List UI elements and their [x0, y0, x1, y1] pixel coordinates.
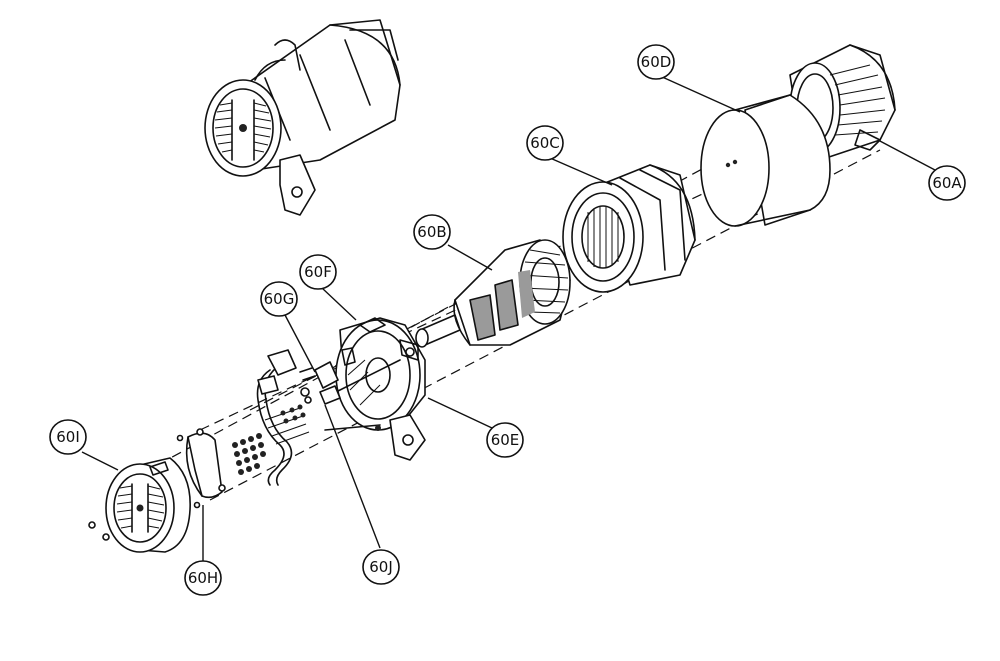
callout-60b: 60B	[413, 214, 451, 250]
label-60c: 60C	[530, 134, 560, 152]
label-60g: 60G	[264, 290, 295, 308]
callout-60i: 60I	[49, 419, 87, 455]
part-60f-front-bracket	[324, 317, 426, 461]
label-60d: 60D	[641, 53, 672, 71]
label-60i: 60I	[56, 428, 80, 446]
part-60g-brush-holder	[299, 361, 341, 405]
label-60a: 60A	[932, 174, 962, 192]
label-60j: 60J	[369, 558, 393, 576]
label-60f: 60F	[304, 263, 332, 281]
callout-60e: 60E	[486, 422, 524, 458]
label-60b: 60B	[417, 223, 446, 241]
callout-60f: 60F	[299, 254, 337, 290]
callout-60a: 60A	[928, 165, 966, 201]
label-60e: 60E	[491, 431, 520, 449]
part-60c-stator	[562, 164, 696, 293]
wiring-harness	[256, 349, 310, 486]
callout-60j: 60J	[362, 549, 400, 585]
part-60h-half-cover	[176, 428, 226, 509]
callout-60g: 60G	[260, 281, 298, 317]
terminal-pins	[232, 433, 266, 475]
assembled-generator	[204, 19, 401, 216]
label-60h: 60H	[188, 569, 218, 587]
callout-60h: 60H	[184, 560, 222, 596]
callout-60d: 60D	[637, 44, 675, 80]
leader-lines	[81, 75, 936, 562]
part-60b-rotor	[415, 239, 571, 348]
part-60i-end-cover	[88, 457, 191, 553]
part-60d-cover-sleeve	[700, 94, 831, 227]
callout-60c: 60C	[526, 125, 564, 161]
